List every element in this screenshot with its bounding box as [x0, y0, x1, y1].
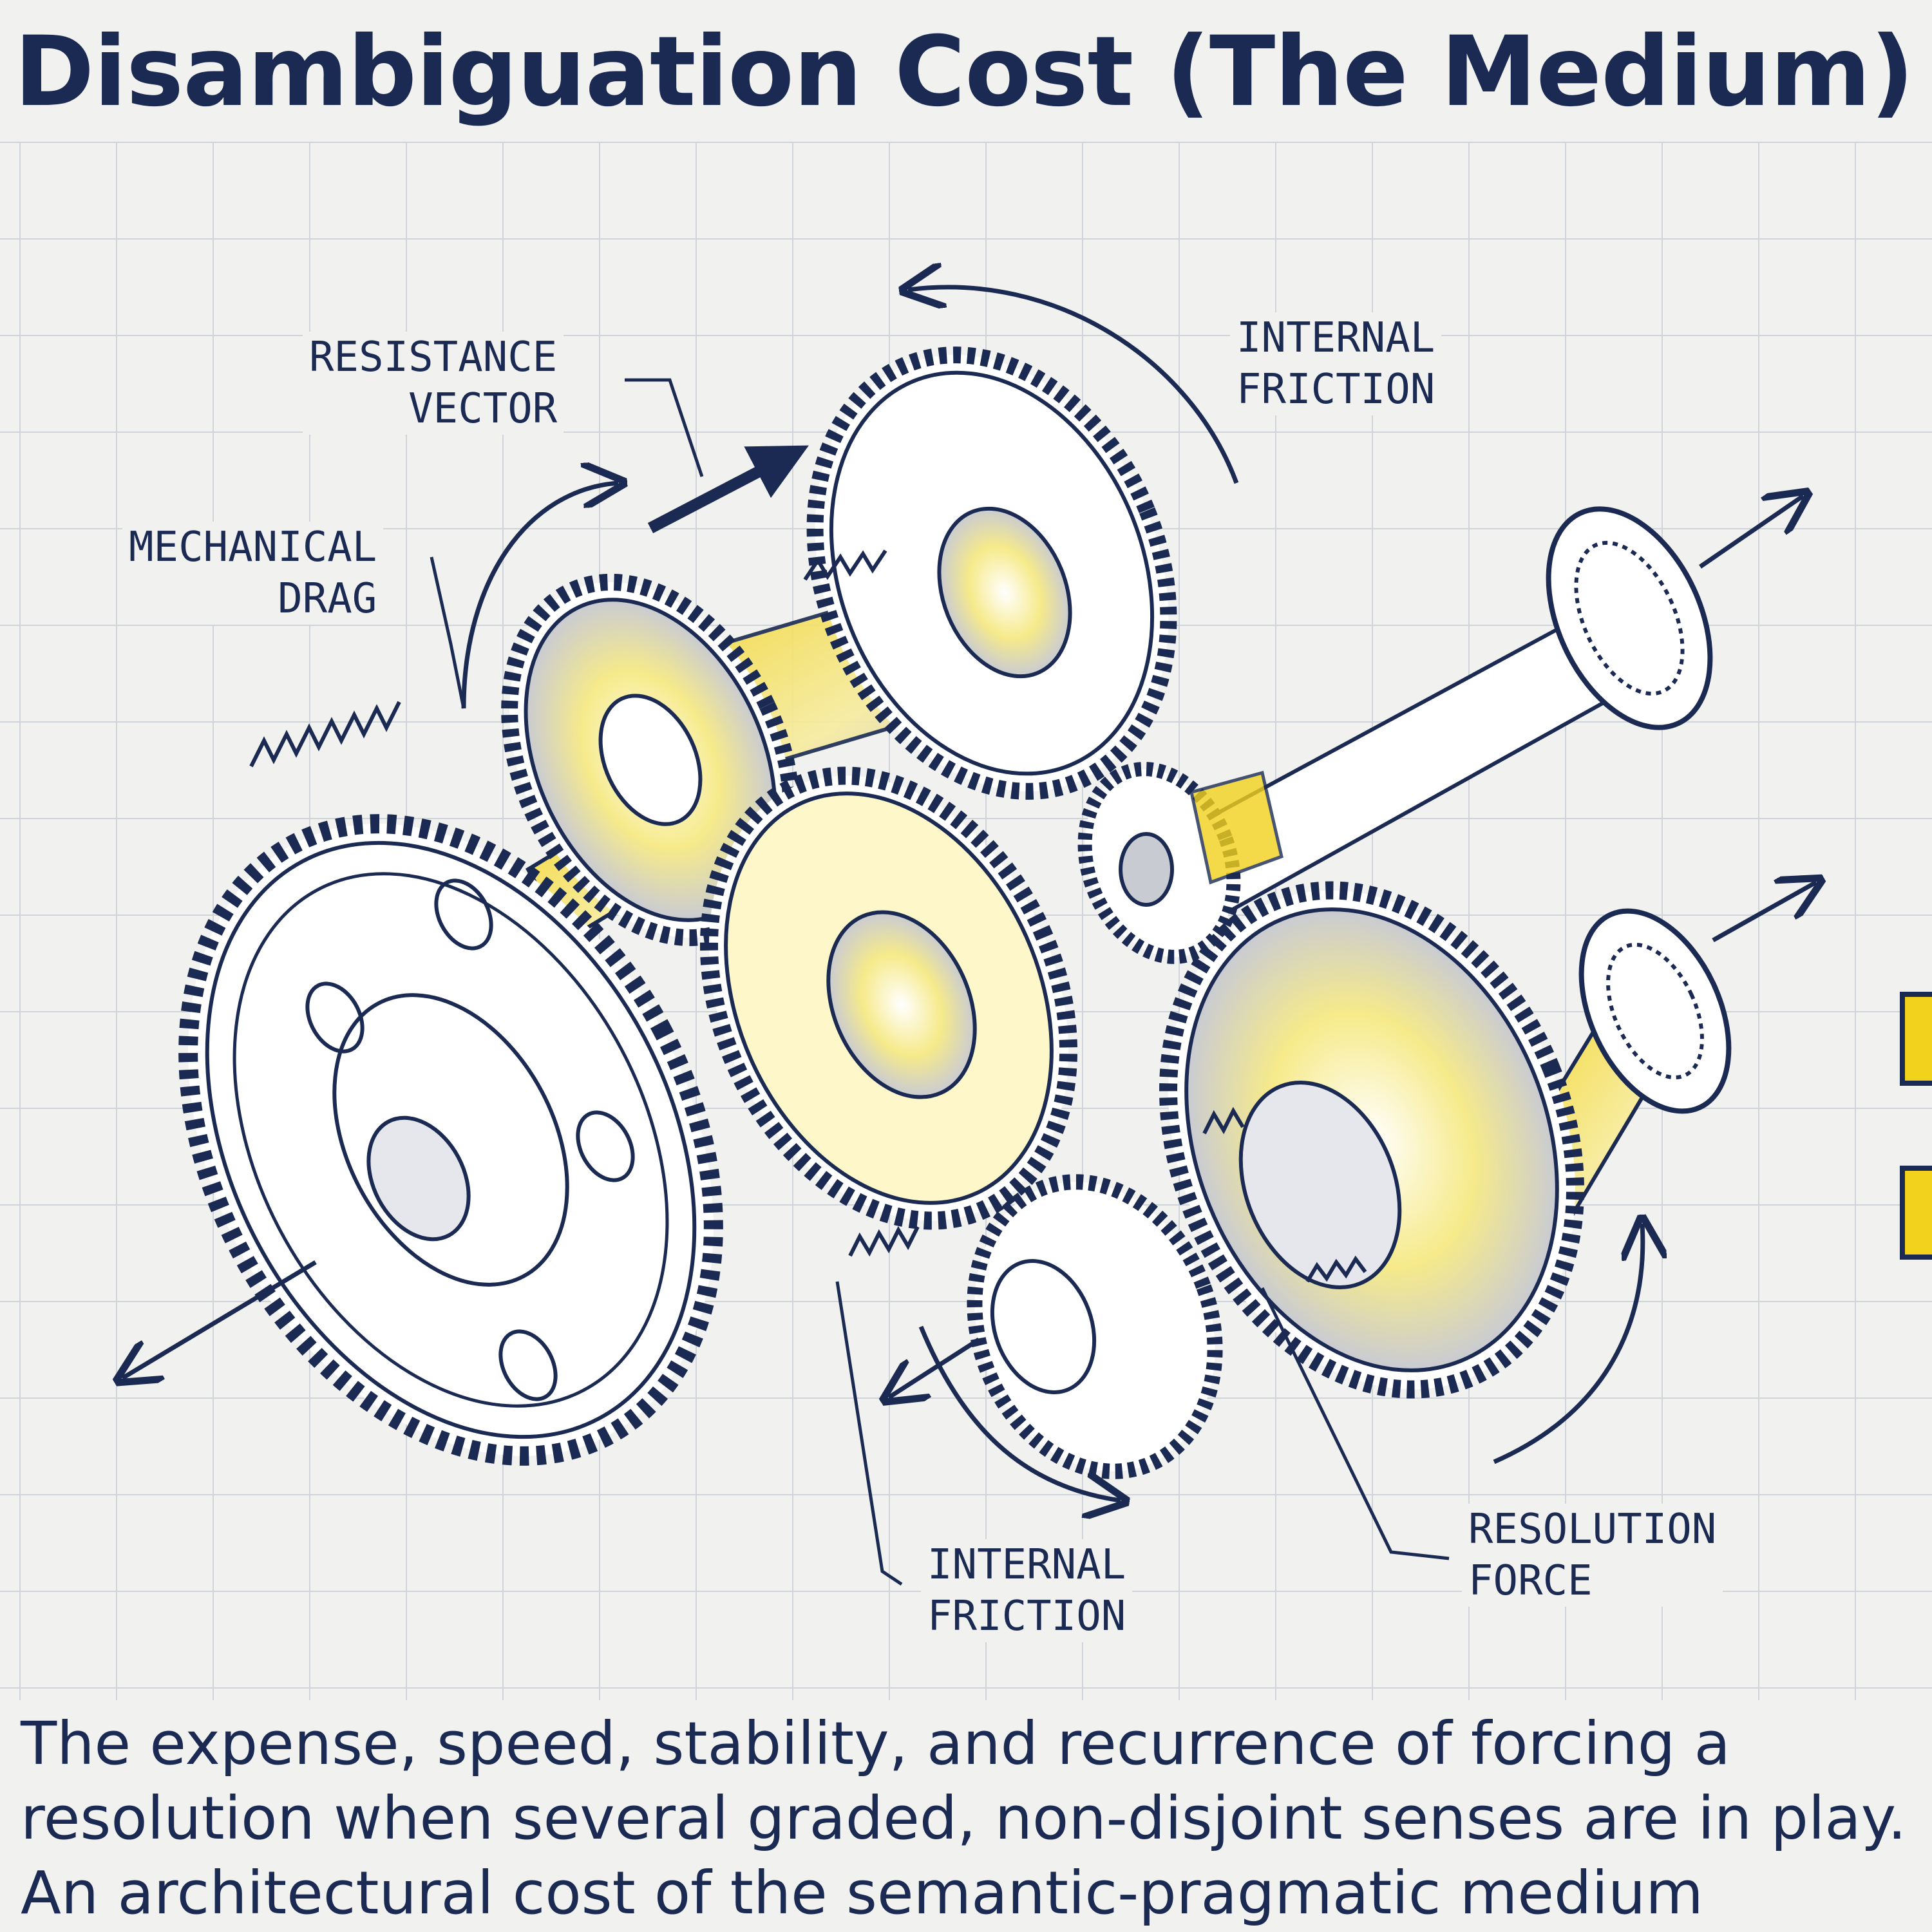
leader-lines [430, 378, 1450, 1586]
gear-icon [1077, 762, 1283, 964]
label-resistance-vector: RESISTANCE VECTOR [303, 332, 564, 435]
gear-icon [178, 814, 723, 1466]
label-resolution-force: RESOLUTION FORCE [1462, 1504, 1723, 1607]
gear-icon [699, 766, 1078, 1230]
resistance-vector-arrow [647, 445, 809, 533]
bearing-icon [1546, 506, 1732, 1114]
legend-swatch [1900, 992, 1932, 1086]
gear-icon [1159, 881, 1584, 1399]
description-text: The expense, speed, stability, and recur… [21, 1709, 1907, 1927]
arrow-icon [122, 287, 1816, 1501]
friction-zigzag-icon [249, 549, 1367, 1283]
label-mechanical-drag: MECHANICAL DRAG [122, 522, 384, 625]
gear-icon [806, 346, 1177, 800]
gear-icon [967, 1174, 1223, 1479]
page-title: Disambiguation Cost (The Medium) [14, 16, 1914, 128]
legend-swatch [1900, 1166, 1932, 1260]
label-internal-friction-bottom: INTERNAL FRICTION [921, 1539, 1133, 1642]
label-internal-friction-top: INTERNAL FRICTION [1230, 312, 1442, 415]
